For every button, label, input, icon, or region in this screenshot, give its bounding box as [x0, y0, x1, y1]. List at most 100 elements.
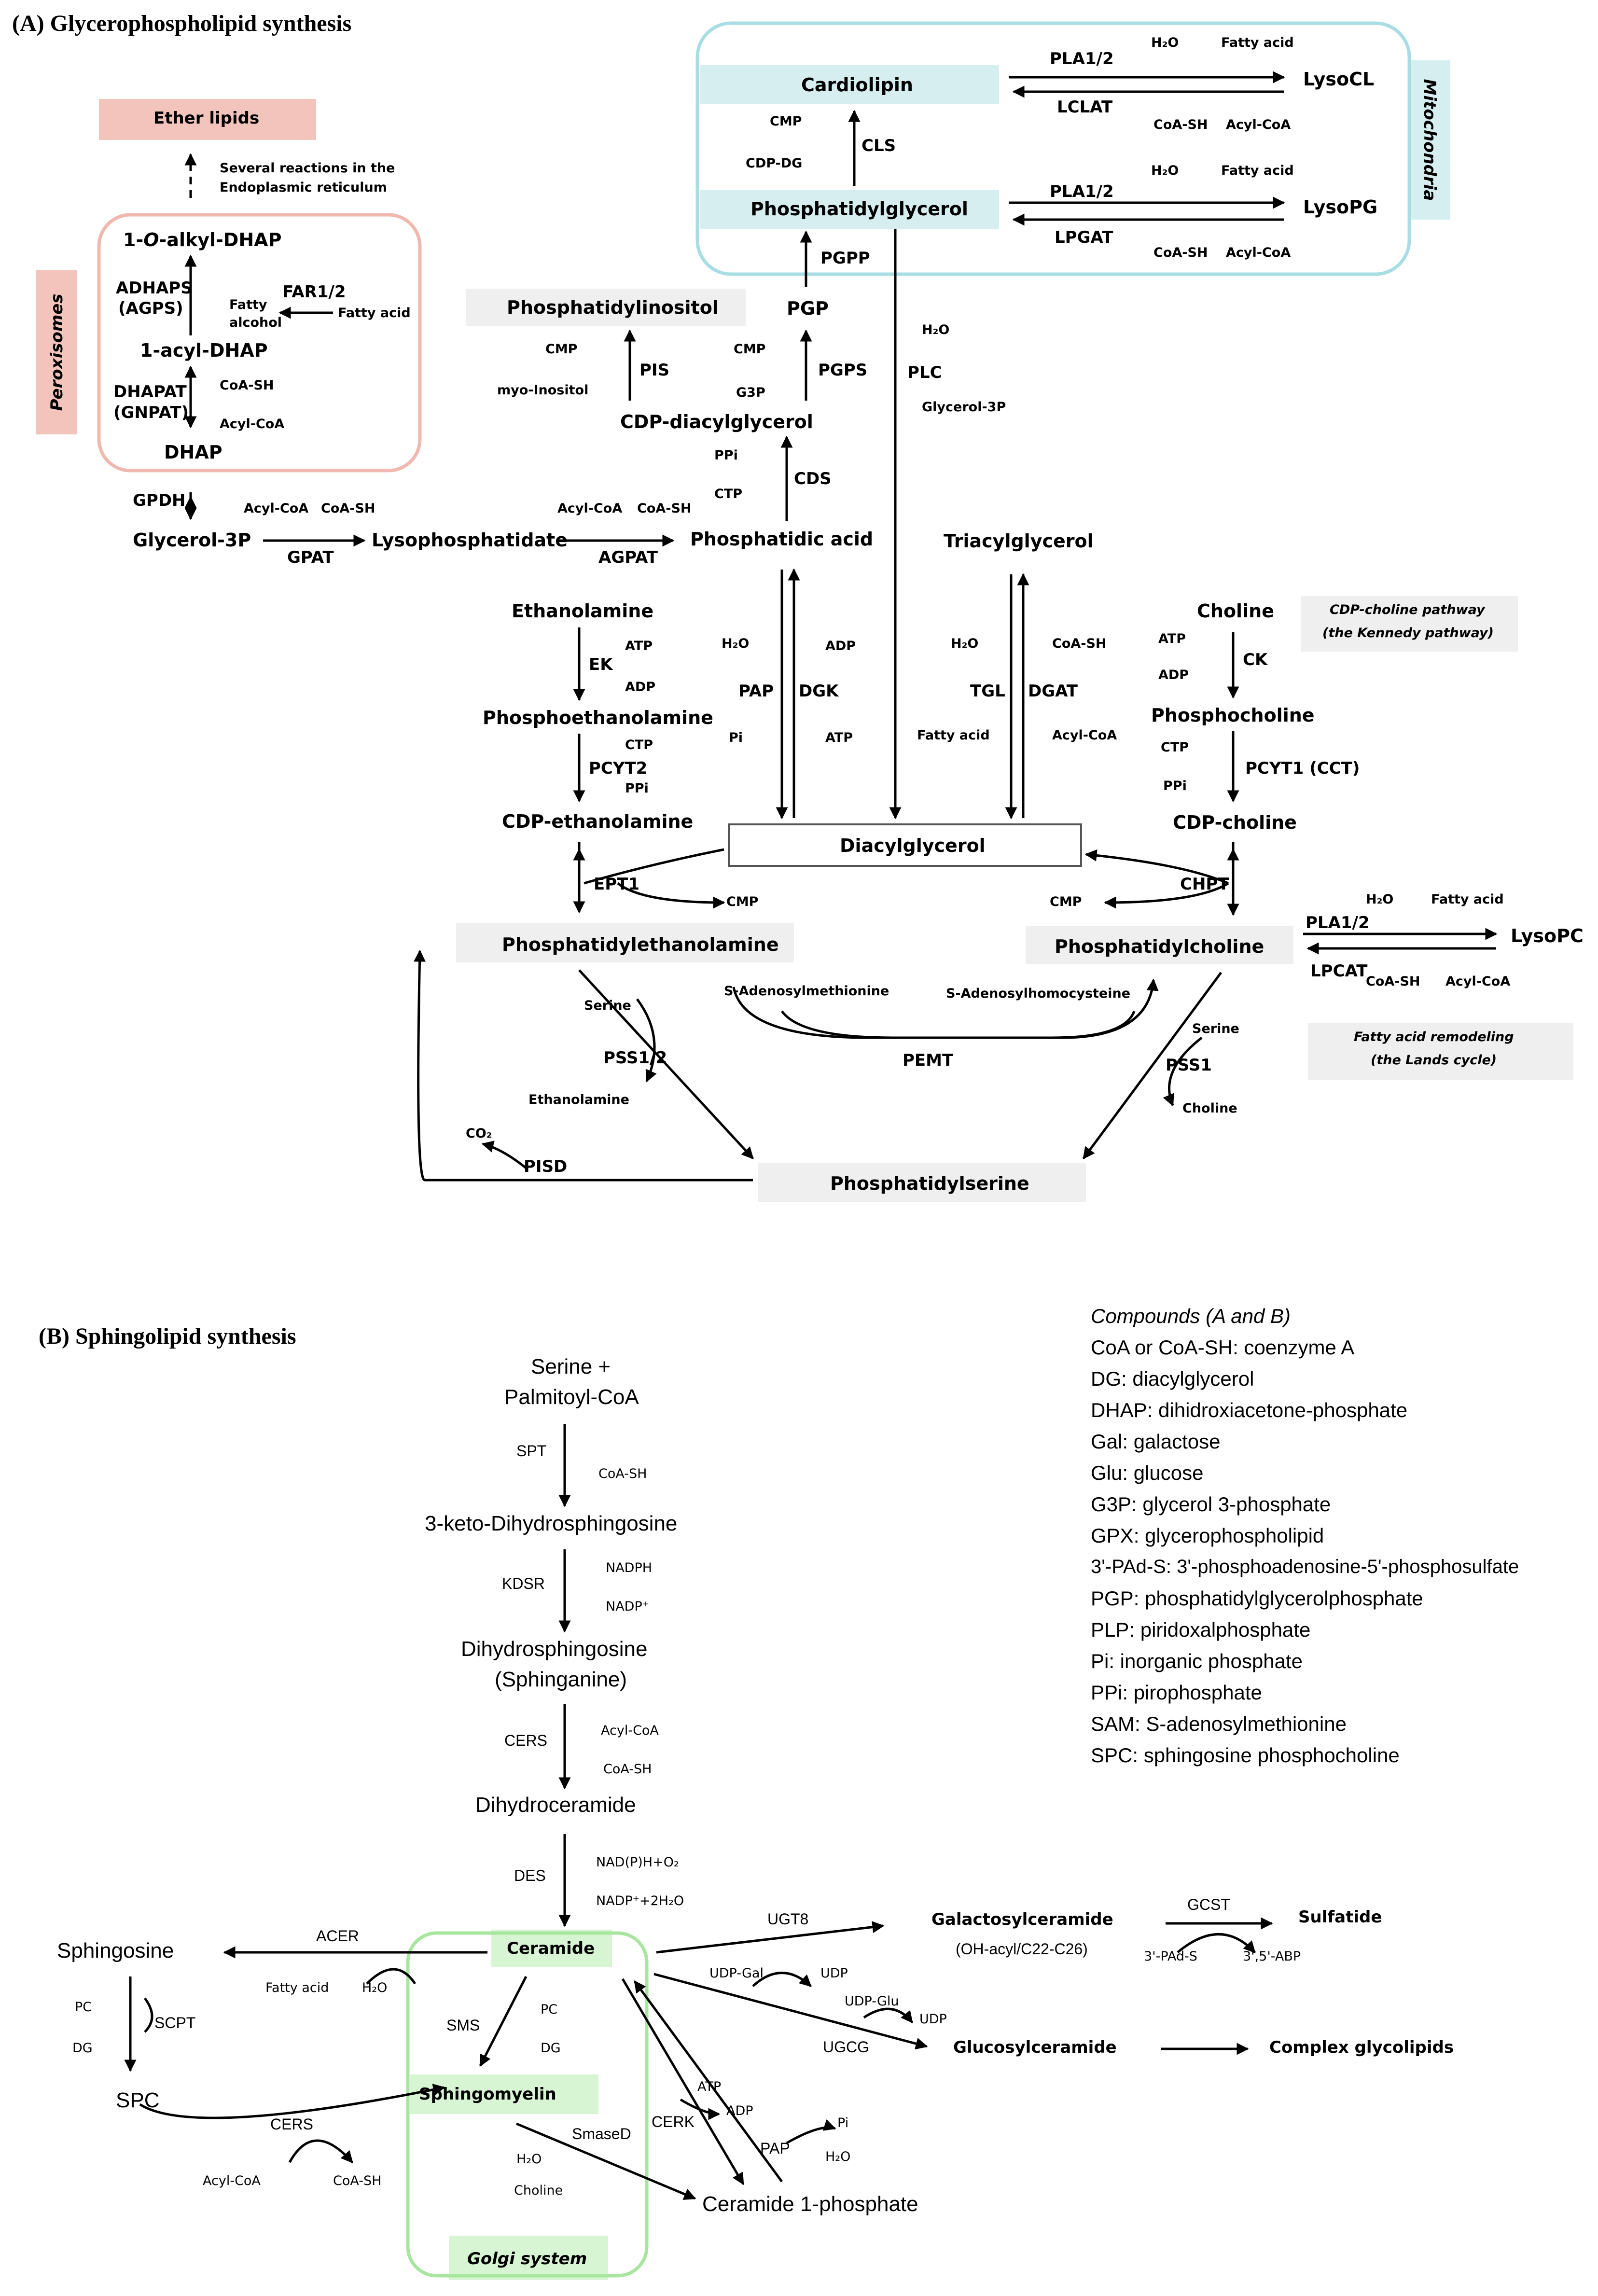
fatty-acid-far: Fatty acid: [338, 306, 411, 320]
golgi-label: Golgi system: [467, 2249, 587, 2268]
mitochondria-tab: [1409, 60, 1450, 220]
ppi-pcyt2: PPi: [625, 781, 649, 796]
enz-pss1: PSS1: [1166, 1056, 1212, 1075]
serine-palmitoyl-1: Serine +: [531, 1355, 611, 1378]
pc-box: [1026, 926, 1293, 964]
ethanolamine: Ethanolamine: [512, 600, 654, 622]
peroxisomes-tab: [36, 270, 77, 434]
lysopc: LysoPC: [1511, 925, 1584, 946]
enz-gpat: GPAT: [287, 548, 334, 567]
enz-cls: CLS: [862, 136, 896, 155]
legend-item: DHAP: dihidroxiacetone-phosphate: [1091, 1399, 1408, 1421]
atp-cerk: ATP: [697, 2079, 722, 2094]
legend-title: Compounds (A and B): [1091, 1305, 1291, 1327]
cdp-ethanolamine: CDP-ethanolamine: [502, 811, 694, 832]
cardiolipin: Cardiolipin: [801, 74, 913, 96]
acyl-dhap: 1-acyl-DHAP: [140, 340, 268, 361]
pi-box: [466, 289, 746, 326]
enz-agps: (AGPS): [118, 299, 183, 318]
cdp-dag: CDP-diacylglycerol: [620, 411, 813, 432]
udp-ugt8: UDP: [820, 1966, 848, 1981]
nadph-kdsr: NADPH: [606, 1560, 653, 1575]
enz-ugcg: UGCG: [823, 2038, 869, 2056]
atp-ek: ATP: [625, 639, 653, 654]
pss1-chol: [1163, 1037, 1203, 1107]
fattyacid-pg: Fatty acid: [1221, 163, 1294, 178]
kennedy-box: [1301, 596, 1518, 652]
enz-pis: PIS: [639, 361, 670, 380]
enz-pemt: PEMT: [903, 1051, 954, 1070]
phosphatidylcholine: Phosphatidylcholine: [1055, 936, 1265, 957]
nadp-kdsr: NADP⁺: [606, 1599, 649, 1614]
mitochondria-outline: [695, 21, 1411, 276]
udp-ugcg: UDP: [919, 2012, 947, 2027]
coash-gpat: CoA-SH: [321, 501, 375, 516]
acylcoa-pg: Acyl-CoA: [1226, 245, 1291, 260]
enz-cerk: CERK: [652, 2113, 695, 2130]
ceramide-1-phosphate: Ceramide 1-phosphate: [702, 2192, 918, 2216]
h2o-pap: H₂O: [722, 636, 750, 651]
enz-kdsr: KDSR: [502, 1575, 545, 1592]
arrow-ugt8: [656, 1921, 885, 1954]
myo-inositol: myo-Inositol: [497, 383, 589, 398]
ugcg-side: [863, 2007, 913, 2023]
sulfatide: Sulfatide: [1298, 1907, 1382, 1927]
phosphocholine: Phosphocholine: [1151, 705, 1315, 726]
choline-smased: Choline: [514, 2183, 563, 2198]
cmp-ept1: CMP: [726, 894, 759, 909]
alkyl-dhap-o: O: [143, 229, 159, 250]
h2o-pg: H₂O: [1151, 163, 1179, 178]
chpt-cmp: [1104, 882, 1229, 909]
pe-box: [456, 923, 794, 962]
arrow-sms: [479, 1976, 528, 2067]
arrow-smased: [516, 2122, 696, 2200]
coash-cers: CoA-SH: [603, 1762, 652, 1777]
er-note-1: Several reactions in the: [220, 161, 395, 176]
h2o-cl: H₂O: [1151, 35, 1179, 50]
enz-pcyt2: PCYT2: [589, 759, 648, 778]
arrow-cerk: [621, 1978, 745, 2185]
fattyacid-pc: Fatty acid: [1431, 892, 1504, 907]
h2o-acer: H₂O: [362, 1980, 388, 1995]
sah-out: [1052, 1011, 1136, 1039]
golgi-outline: [406, 1931, 649, 2278]
enz-pla-pg: PLA1/2: [1050, 182, 1114, 201]
sphingomyelin: Sphingomyelin: [419, 2085, 556, 2104]
ctp-cds: CTP: [714, 487, 743, 501]
enz-dhapat: DHAPAT: [113, 382, 187, 402]
fatty-alcohol-1: Fatty: [229, 297, 267, 312]
diacylglycerol: Diacylglycerol: [840, 835, 986, 856]
arrow-pap-c1p: [633, 1980, 783, 2183]
dhap: DHAP: [164, 442, 222, 463]
dihydrosphingosine: Dihydrosphingosine: [461, 1637, 648, 1661]
sam: S-Adenosylmethionine: [724, 984, 889, 999]
ppi-pcyt1: PPi: [1163, 779, 1187, 793]
acer-side: [366, 1968, 417, 1985]
pi-pap-b: Pi: [837, 2115, 849, 2130]
acylcoa-cers2: Acyl-CoA: [203, 2173, 261, 2188]
serine-pss12: Serine: [584, 998, 631, 1013]
er-note-2: Endoplasmic reticulum: [220, 180, 387, 195]
pisd-co2: [481, 1141, 527, 1169]
lysopg: LysoPG: [1303, 196, 1378, 218]
serine-palmitoyl-2: Palmitoyl-CoA: [504, 1385, 639, 1409]
dihydroceramide: Dihydroceramide: [475, 1793, 636, 1817]
pc-sms: PC: [541, 2002, 558, 2017]
h2o-pap-b: H₂O: [825, 2149, 851, 2164]
legend-item: SPC: sphingosine phosphocholine: [1091, 1744, 1400, 1767]
mitochondria-label: Mitochondria: [1420, 79, 1439, 201]
enz-pcyt1: PCYT1 (CCT): [1245, 759, 1360, 778]
pgp: PGP: [787, 298, 829, 319]
acylcoa-agpat: Acyl-CoA: [557, 501, 623, 516]
cardiolipin-box: [700, 65, 999, 104]
alkyl-dhap: 1-O-alkyl-DHAP: [123, 231, 281, 249]
paps: 3'-PAd-S: [1144, 1949, 1197, 1964]
lands-2: (the Lands cycle): [1371, 1053, 1497, 1068]
dag-box-outline: [728, 823, 1082, 867]
enz-smased: SmaseD: [572, 2125, 631, 2143]
ethanolamine-pss12: Ethanolamine: [528, 1092, 629, 1107]
cmp-chpt: CMP: [1050, 894, 1082, 909]
enz-dgk: DGK: [799, 682, 839, 701]
enz-ept1: EPT1: [594, 875, 639, 894]
fattyacid-tgl: Fatty acid: [917, 728, 990, 743]
